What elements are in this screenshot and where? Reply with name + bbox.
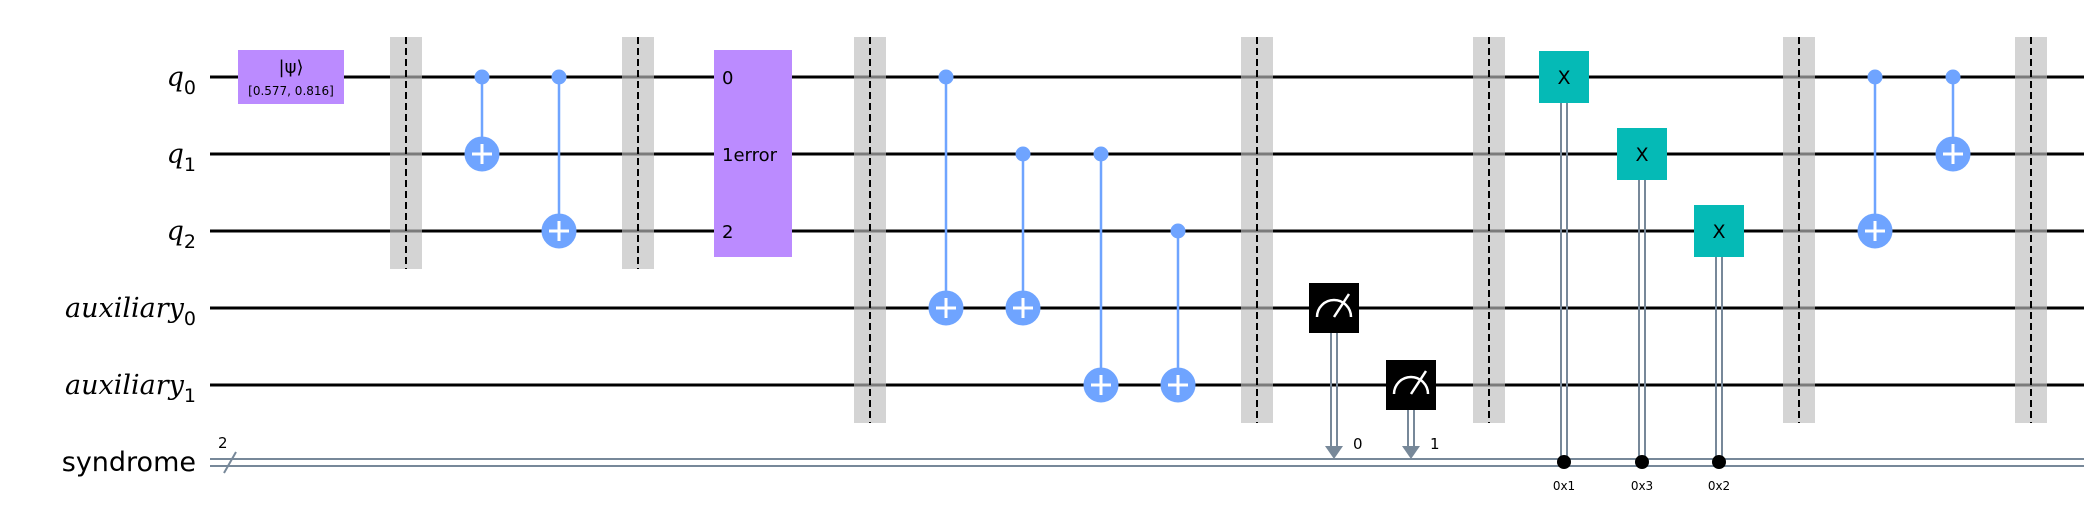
- barrier-1: [390, 37, 422, 269]
- label-q2: q2: [167, 216, 196, 253]
- cnot-q0-q2-decode: [1857, 69, 1893, 249]
- cnot-q0-aux0: [928, 69, 964, 326]
- error-gate: 0 1error 2: [714, 50, 792, 257]
- cnot-q1-aux0: [1005, 146, 1041, 326]
- cnot-q0-q1-decode: [1935, 69, 1971, 172]
- x-gate-label-1: X: [1557, 67, 1570, 89]
- label-auxiliary1: auxiliary1: [65, 370, 196, 407]
- initialize-gate-label: |ψ⟩: [279, 57, 304, 78]
- x-gate-condition-3: 0x2: [1708, 479, 1730, 493]
- conditional-x-q2: X 0x2: [1694, 205, 1744, 493]
- conditional-x-q0: X 0x1: [1539, 51, 1589, 493]
- barrier-2: [622, 37, 654, 269]
- measure-bit-label-1: 1: [1430, 435, 1440, 453]
- barrier-3: [854, 37, 886, 423]
- initialize-gate: |ψ⟩ [0.577, 0.816]: [238, 50, 344, 104]
- conditional-x-q1: X 0x3: [1617, 128, 1667, 493]
- label-q0: q0: [167, 62, 196, 99]
- x-gate-label-3: X: [1712, 221, 1725, 243]
- cnot-gates: [464, 69, 1971, 403]
- bus-slash: [223, 451, 237, 474]
- cnot-q1-aux1: [1083, 146, 1119, 403]
- classical-wire-syndrome: 2: [210, 434, 2084, 474]
- barriers: [390, 37, 2047, 423]
- error-gate-label-2: 2: [722, 222, 733, 243]
- initialize-gate-params: [0.577, 0.816]: [248, 84, 334, 98]
- error-gate-label-0: 0: [722, 68, 733, 89]
- label-auxiliary0: auxiliary0: [65, 293, 196, 330]
- error-gate-label-1: 1error: [722, 145, 778, 166]
- barrier-6: [1783, 37, 1815, 423]
- measure-bit-label-0: 0: [1353, 435, 1363, 453]
- x-gate-label-2: X: [1635, 144, 1648, 166]
- x-gate-condition-1: 0x1: [1553, 479, 1575, 493]
- barrier-4: [1241, 37, 1273, 423]
- label-q1: q1: [167, 139, 196, 176]
- cnot-q2-aux1: [1160, 223, 1196, 403]
- register-labels: q0 q1 q2 auxiliary0 auxiliary1 syndrome: [62, 62, 196, 478]
- classical-size-label: 2: [218, 434, 228, 452]
- error-gate-name: error: [733, 145, 777, 166]
- measurement-aux0: 0: [1309, 283, 1363, 459]
- cnot-q0-q1: [464, 69, 500, 172]
- barrier-7: [2015, 37, 2047, 423]
- qubit-wires: [210, 75, 2084, 387]
- measurement-aux1: 1: [1386, 360, 1440, 459]
- x-gate-condition-2: 0x3: [1631, 479, 1653, 493]
- label-syndrome: syndrome: [62, 447, 196, 478]
- cnot-q0-q2: [541, 69, 577, 249]
- barrier-5: [1473, 37, 1505, 423]
